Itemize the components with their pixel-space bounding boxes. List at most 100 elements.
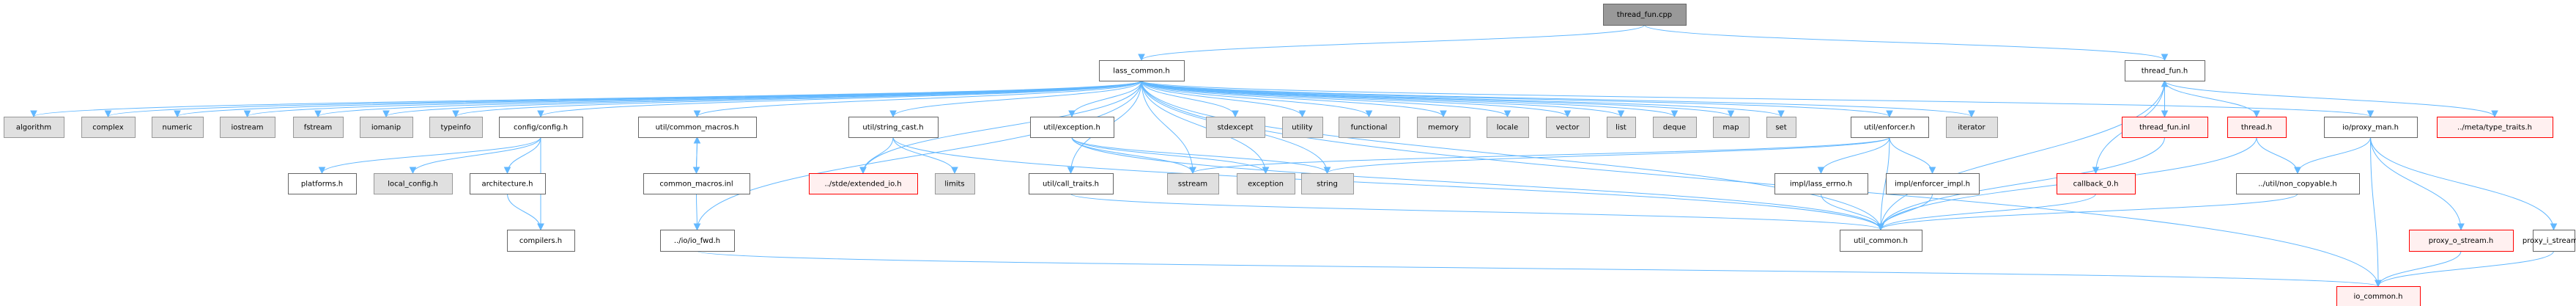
graph-node-common-macros-inl[interactable]: common_macros.inl: [643, 173, 750, 194]
node-box[interactable]: [2122, 117, 2208, 138]
node-box[interactable]: [1167, 173, 1219, 194]
graph-node-thread-fun-h[interactable]: thread_fun.h: [2125, 60, 2205, 81]
node-box[interactable]: [935, 173, 975, 194]
graph-node-memory[interactable]: memory: [1417, 117, 1470, 138]
node-box[interactable]: [499, 117, 583, 138]
graph-node-util-string-cast-h[interactable]: util/string_cast.h: [848, 117, 939, 138]
node-box[interactable]: [2533, 230, 2575, 252]
graph-node-proxy-i-stream-h[interactable]: proxy_i_stream.h: [2523, 230, 2576, 252]
node-box[interactable]: [2437, 117, 2553, 138]
graph-node-numeric[interactable]: numeric: [152, 117, 204, 138]
node-box[interactable]: [288, 173, 357, 194]
graph-node-typeinfo[interactable]: typeinfo: [429, 117, 483, 138]
node-box[interactable]: [507, 230, 575, 252]
graph-node-architecture-h[interactable]: architecture.h: [470, 173, 546, 194]
graph-node-thread-h[interactable]: thread.h: [2227, 117, 2287, 138]
node-box[interactable]: [81, 117, 136, 138]
node-box[interactable]: [2057, 173, 2136, 194]
node-box[interactable]: [809, 173, 918, 194]
graph-node-locale[interactable]: locale: [1487, 117, 1529, 138]
graph-node-impl-enforcer-impl-h[interactable]: impl/enforcer_impl.h: [1886, 173, 1980, 194]
node-box[interactable]: [1206, 117, 1265, 138]
graph-node-local-config-h[interactable]: local_config.h: [374, 173, 453, 194]
graph-node-util-call-traits-h[interactable]: util/call_traits.h: [1029, 173, 1114, 194]
node-box[interactable]: [2227, 117, 2287, 138]
graph-node-thread-fun-inl[interactable]: thread_fun.inl: [2122, 117, 2208, 138]
graph-node-meta-type-traits-h[interactable]: ../meta/type_traits.h: [2437, 117, 2553, 138]
node-box[interactable]: [2336, 286, 2421, 306]
node-box[interactable]: [374, 173, 453, 194]
node-box[interactable]: [638, 117, 757, 138]
graph-node-deque[interactable]: deque: [1653, 117, 1697, 138]
node-box[interactable]: [2409, 230, 2514, 252]
graph-node-io-io-fwd-h[interactable]: ../io/io_fwd.h: [660, 230, 735, 252]
node-box[interactable]: [1301, 173, 1354, 194]
graph-node-util-enforcer-h[interactable]: util/enforcer.h: [1851, 117, 1929, 138]
node-box[interactable]: [220, 117, 275, 138]
node-box[interactable]: [4, 117, 64, 138]
node-box[interactable]: [1417, 117, 1470, 138]
node-box[interactable]: [429, 117, 483, 138]
graph-node-limits[interactable]: limits: [935, 173, 975, 194]
node-box[interactable]: [2236, 173, 2360, 194]
graph-node-proxy-o-stream-h[interactable]: proxy_o_stream.h: [2409, 230, 2514, 252]
node-box[interactable]: [1766, 117, 1796, 138]
node-box[interactable]: [1030, 117, 1114, 138]
node-box[interactable]: [1603, 4, 1687, 26]
node-box[interactable]: [360, 117, 413, 138]
node-box[interactable]: [660, 230, 735, 252]
graph-node-util-non-copyable-h[interactable]: ../util/non_copyable.h: [2236, 173, 2360, 194]
graph-node-config-config-h[interactable]: config/config.h: [499, 117, 583, 138]
graph-node-util-common-macros-h[interactable]: util/common_macros.h: [638, 117, 757, 138]
node-box[interactable]: [1840, 230, 1922, 252]
node-box[interactable]: [1946, 117, 1998, 138]
graph-node-map[interactable]: map: [1713, 117, 1750, 138]
graph-node-stdexcept[interactable]: stdexcept: [1206, 117, 1265, 138]
node-box[interactable]: [2125, 60, 2205, 81]
graph-node-util-common-h[interactable]: util_common.h: [1840, 230, 1922, 252]
node-box[interactable]: [1487, 117, 1529, 138]
node-box[interactable]: [293, 117, 344, 138]
node-box[interactable]: [1339, 117, 1400, 138]
graph-node-iterator[interactable]: iterator: [1946, 117, 1998, 138]
node-box[interactable]: [848, 117, 939, 138]
graph-node-io-proxy-man-h[interactable]: io/proxy_man.h: [2324, 117, 2418, 138]
graph-node-impl-lass-errno-h[interactable]: impl/lass_errno.h: [1774, 173, 1868, 194]
graph-node-utility[interactable]: utility: [1282, 117, 1323, 138]
graph-node-iostream[interactable]: iostream: [220, 117, 275, 138]
graph-node-compilers-h[interactable]: compilers.h: [507, 230, 575, 252]
node-box[interactable]: [1886, 173, 1980, 194]
graph-node-stde-extended-io-h[interactable]: ../stde/extended_io.h: [809, 173, 918, 194]
graph-node-util-exception-h[interactable]: util/exception.h: [1030, 117, 1114, 138]
node-box[interactable]: [1099, 60, 1185, 81]
graph-node-list[interactable]: list: [1607, 117, 1636, 138]
node-box[interactable]: [152, 117, 204, 138]
graph-node-iomanip[interactable]: iomanip: [360, 117, 413, 138]
graph-node-complex[interactable]: complex: [81, 117, 136, 138]
node-box[interactable]: [1546, 117, 1590, 138]
node-box[interactable]: [1237, 173, 1295, 194]
node-box[interactable]: [1653, 117, 1697, 138]
graph-node-sstream[interactable]: sstream: [1167, 173, 1219, 194]
node-box[interactable]: [1851, 117, 1929, 138]
graph-node-set[interactable]: set: [1766, 117, 1796, 138]
graph-node-io-common-h[interactable]: io_common.h: [2336, 286, 2421, 306]
node-box[interactable]: [2324, 117, 2418, 138]
node-box[interactable]: [1029, 173, 1114, 194]
graph-node-callback-0-h[interactable]: callback_0.h: [2057, 173, 2136, 194]
node-box[interactable]: [643, 173, 750, 194]
graph-node-string[interactable]: string: [1301, 173, 1354, 194]
node-box[interactable]: [1774, 173, 1868, 194]
graph-node-platforms-h[interactable]: platforms.h: [288, 173, 357, 194]
graph-node-algorithm[interactable]: algorithm: [4, 117, 64, 138]
graph-node-lass-common-h[interactable]: lass_common.h: [1099, 60, 1185, 81]
node-box[interactable]: [1713, 117, 1750, 138]
node-box[interactable]: [1607, 117, 1636, 138]
node-box[interactable]: [1282, 117, 1323, 138]
graph-node-thread-fun-cpp[interactable]: thread_fun.cpp: [1603, 4, 1687, 26]
graph-node-exception[interactable]: exception: [1237, 173, 1295, 194]
graph-node-fstream[interactable]: fstream: [293, 117, 344, 138]
graph-node-vector[interactable]: vector: [1546, 117, 1590, 138]
graph-node-functional[interactable]: functional: [1339, 117, 1400, 138]
node-box[interactable]: [470, 173, 546, 194]
